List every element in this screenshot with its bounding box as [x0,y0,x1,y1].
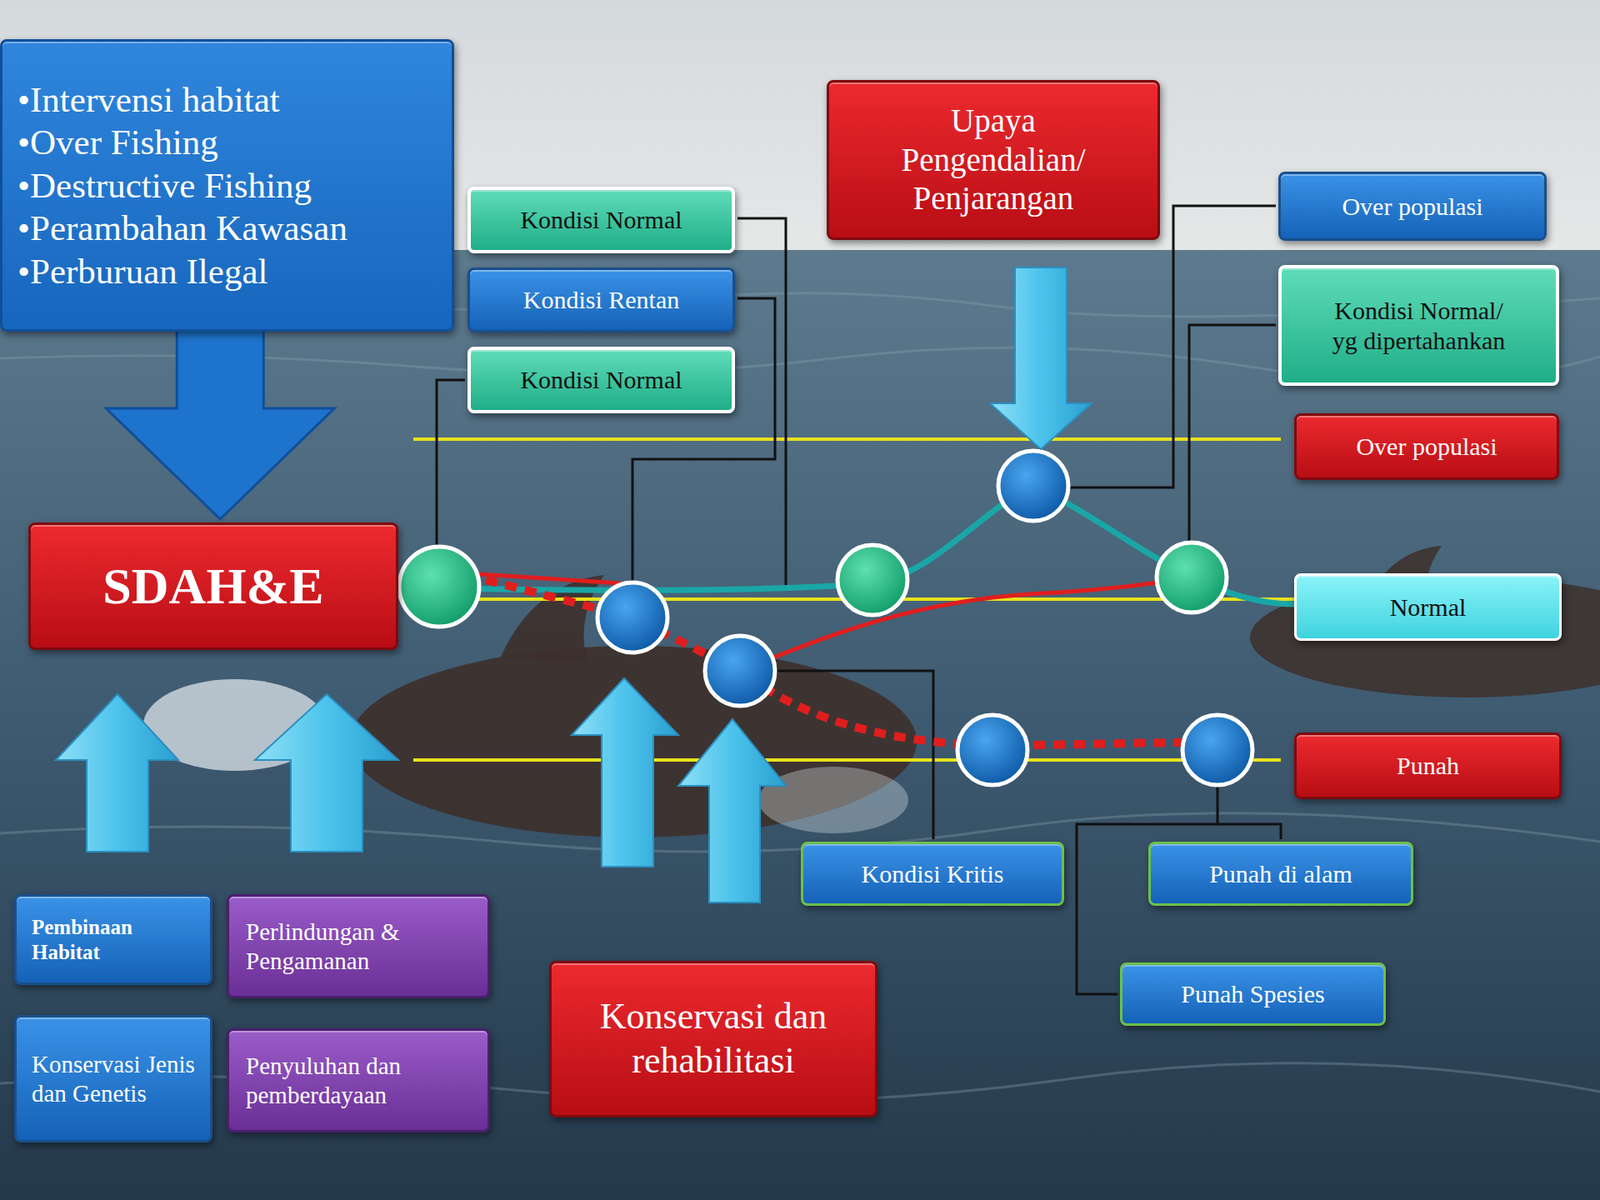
box-text: Punah [1310,750,1546,781]
box-text: •Destructive Fishing [17,164,437,208]
block-arrow [105,330,335,520]
box-text: Kondisi Rentan [483,285,720,315]
level-label: Over populasi [1294,413,1560,480]
box-text: Upaya Pengendalian/ Penjarangan [879,101,1108,219]
state-label: Over populasi [1278,171,1547,241]
state-label: Kondisi Rentan [467,267,735,333]
state-label: Punah Spesies [1120,962,1386,1026]
box-text: •Perburuan Ilegal [17,250,437,294]
box-text: Over populasi [1310,431,1544,462]
box-text: Konservasi dan rehabilitasi [576,995,850,1084]
box-text: Penyuluhan dan pemberdayaan [245,1051,471,1110]
program-box: Penyuluhan dan pemberdayaan [226,1028,490,1133]
level-label: Punah [1294,732,1562,800]
threat-box: •Intervensi habitat•Over Fishing•Destruc… [0,39,455,332]
state-label: Kondisi Kritis [800,841,1065,906]
box-text: •Over Fishing [17,120,437,165]
program-box: Pembinaan Habitat [14,894,213,985]
state-label: Kondisi Normal [467,346,735,414]
program-box: Perlindungan & Pengamanan [226,894,490,999]
program-box: Konservasi Jenis dan Genetis [14,1015,213,1143]
box-text: Pembinaan Habitat [31,915,195,965]
state-label: Punah di alam [1148,841,1414,906]
box-text: Normal [1310,592,1546,623]
box-text: Kondisi Normal/ yg dipertahankan [1321,295,1516,356]
action-box: Konservasi dan rehabilitasi [549,960,878,1118]
box-text: Kondisi Normal [484,205,719,235]
state-label: Kondisi Normal/ yg dipertahankan [1278,265,1560,386]
box-text: Kondisi Kritis [816,859,1049,890]
box-text: •Perambahan Kawasan [17,206,437,250]
box-text: Punah Spesies [1135,979,1370,1010]
state-label: Kondisi Normal [467,186,735,254]
action-box: Upaya Pengendalian/ Penjarangan [826,80,1160,240]
box-text: Kondisi Normal [484,365,719,395]
box-text: Punah di alam [1164,859,1398,890]
box-text: •Intervensi habitat [17,78,437,122]
level-label: Normal [1294,573,1562,641]
resource-box: SDAH&E [28,522,399,650]
box-text: Perlindungan & Pengamanan [245,917,471,976]
box-text: Konservasi Jenis dan Genetis [31,1050,195,1109]
box-text: Over populasi [1294,191,1531,222]
box-text: SDAH&E [47,555,380,617]
